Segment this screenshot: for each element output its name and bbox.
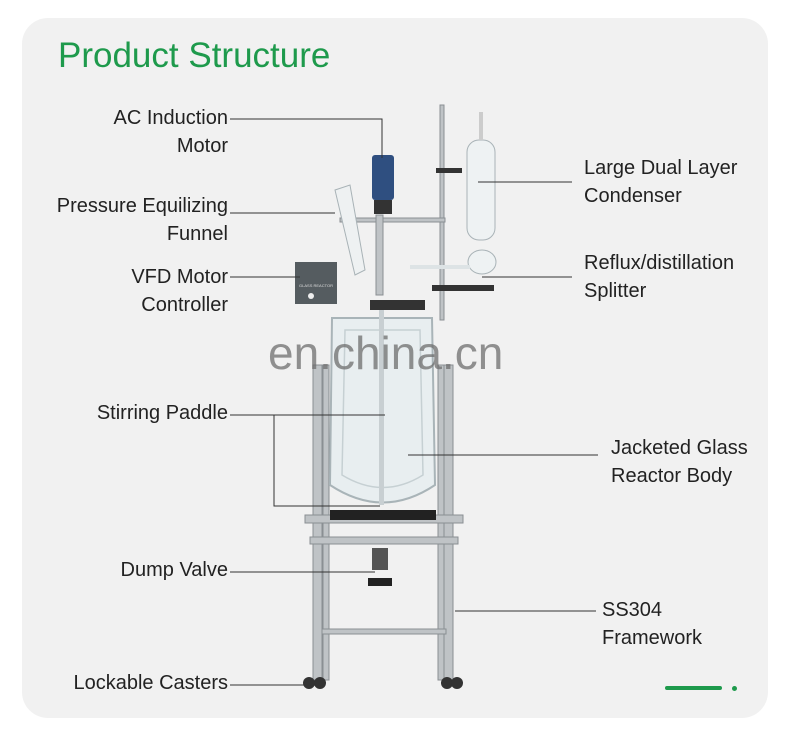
dump-valve [368,548,392,586]
funnel [334,184,366,276]
label-paddle: Stirring Paddle [96,402,228,424]
label-valve: Dump Valve [120,559,228,581]
condenser [410,112,497,291]
motor [372,155,394,214]
watermark: en.china.cn [268,327,504,379]
svg-text:GLASS REACTOR: GLASS REACTOR [299,283,333,288]
page-title: Product Structure [58,36,331,75]
casters [303,677,463,689]
callout-lines [230,118,598,686]
accent-dot [732,686,737,691]
label-casters: Lockable Casters [73,672,228,694]
accent-bar [665,686,722,690]
vfd-controller: GLASS REACTOR [295,262,337,304]
reactor-body [328,300,437,520]
